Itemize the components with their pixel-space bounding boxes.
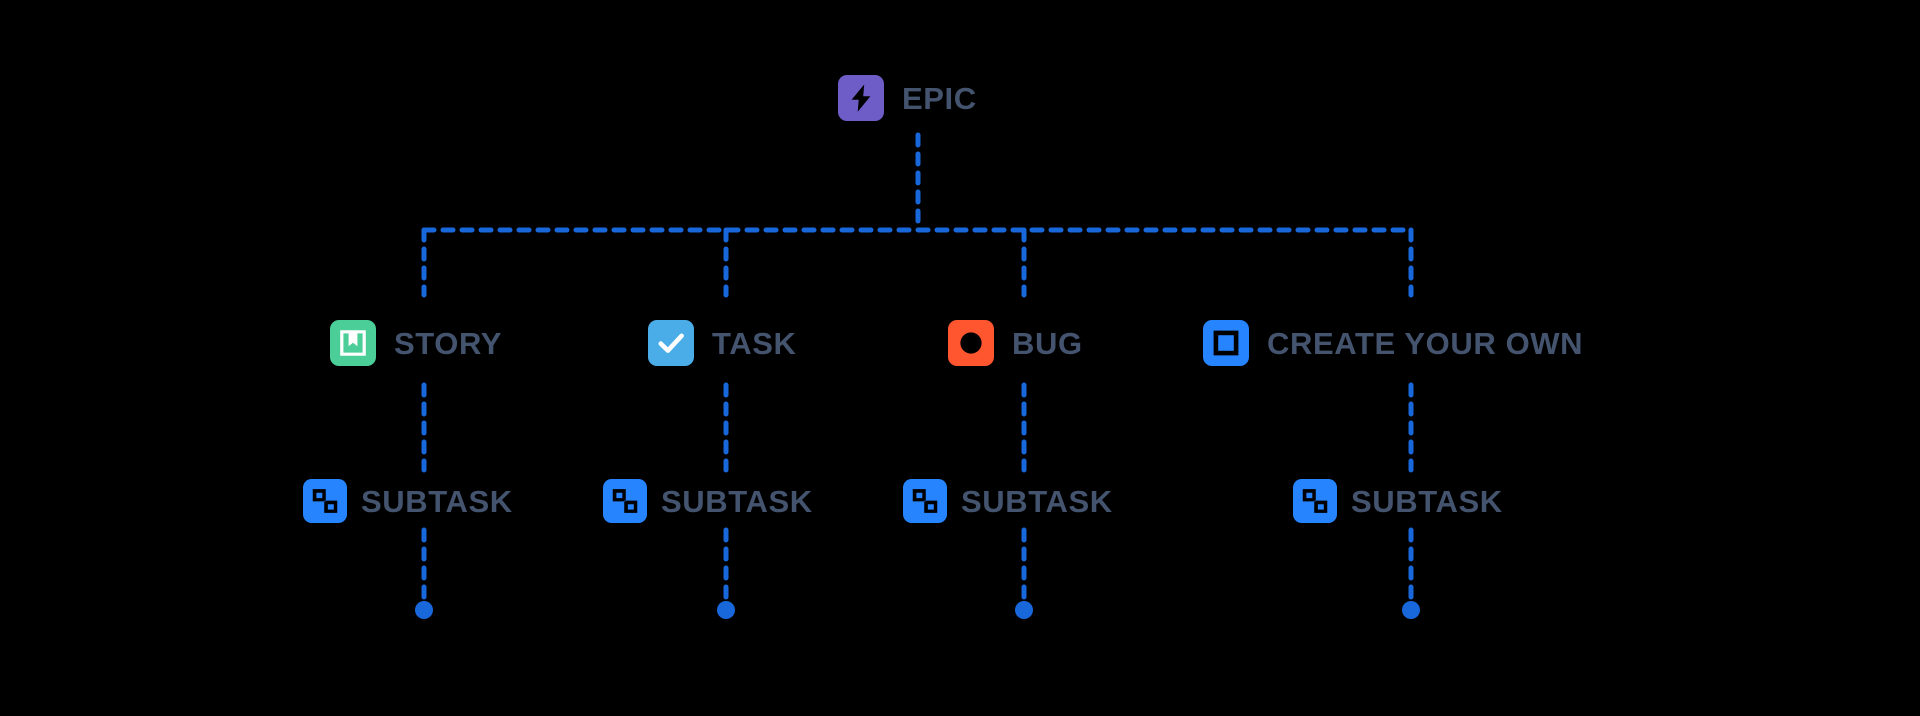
node-epic[interactable]: EPIC <box>838 75 977 121</box>
node-task-label: TASK <box>712 325 797 361</box>
node-bug[interactable]: BUG <box>948 320 1083 366</box>
node-story-label: STORY <box>394 325 503 361</box>
node-subtask-1[interactable]: SUBTASK <box>303 479 513 523</box>
node-subtask-4[interactable]: SUBTASK <box>1293 479 1503 523</box>
node-task[interactable]: TASK <box>648 320 797 366</box>
node-subtask-2[interactable]: SUBTASK <box>603 479 813 523</box>
node-subtask-label: SUBTASK <box>361 483 513 519</box>
node-subtask-label: SUBTASK <box>961 483 1113 519</box>
node-subtask-label: SUBTASK <box>1351 483 1503 519</box>
node-create-your-own-label: CREATE YOUR OWN <box>1267 325 1584 361</box>
story-bookmark-icon <box>330 320 376 366</box>
node-bug-label: BUG <box>1012 325 1083 361</box>
node-epic-label: EPIC <box>902 80 977 116</box>
node-subtask-label: SUBTASK <box>661 483 813 519</box>
subtask-squares-icon <box>603 479 647 523</box>
subtask-squares-icon <box>903 479 947 523</box>
bug-circle-icon <box>948 320 994 366</box>
node-story[interactable]: STORY <box>330 320 502 366</box>
node-create-your-own[interactable]: CREATE YOUR OWN <box>1203 320 1583 366</box>
task-check-icon <box>648 320 694 366</box>
node-subtask-3[interactable]: SUBTASK <box>903 479 1113 523</box>
subtask-squares-icon <box>303 479 347 523</box>
epic-lightning-icon <box>838 75 884 121</box>
subtask-squares-icon <box>1293 479 1337 523</box>
create-your-own-square-icon <box>1203 320 1249 366</box>
